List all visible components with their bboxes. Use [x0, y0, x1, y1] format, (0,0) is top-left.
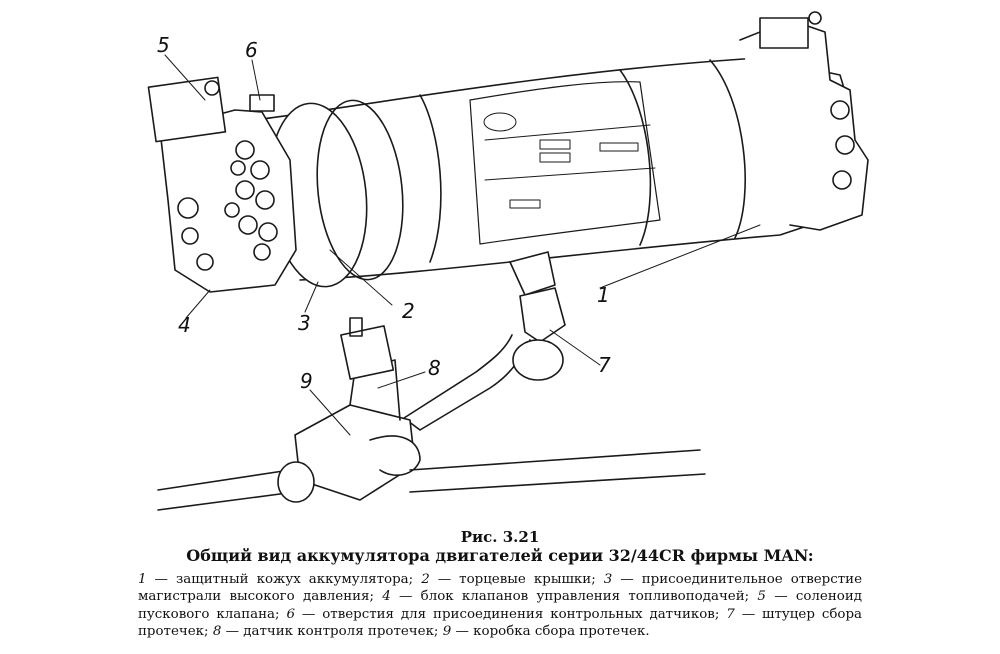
- callout-4: 4: [178, 313, 191, 337]
- legend-num: 1: [138, 572, 147, 587]
- leakage-box: [157, 317, 706, 511]
- legend-text: — присоединительное отверстие магистрали…: [138, 572, 862, 605]
- legend-text: — соленоид пускового клапана;: [138, 589, 862, 622]
- legend-num: 8: [212, 624, 222, 640]
- legend-num: 9: [442, 624, 452, 640]
- callout-6: 6: [245, 38, 258, 62]
- left-valve-block: [147, 76, 297, 293]
- callout-1: 1: [597, 283, 610, 307]
- leader-lines: [164, 54, 761, 436]
- legend-text: — защитный кожух аккумулятора;: [146, 572, 422, 587]
- legend-text: — штуцер сбора протечек;: [138, 606, 862, 640]
- callout-7: 7: [598, 353, 611, 377]
- legend-num: 2: [421, 572, 430, 587]
- accumulator-housing: [254, 57, 854, 288]
- legend-text: — торцевые крышки;: [429, 572, 604, 587]
- figure-title: Общий вид аккумулятора двигателей серии …: [186, 546, 814, 565]
- legend-num: 5: [757, 589, 766, 605]
- callout-9: 9: [300, 369, 313, 393]
- right-end-block: [739, 11, 869, 231]
- legend-num: 4: [382, 589, 391, 605]
- figure-caption: Рис. 3.21 Общий вид аккумулятора двигате…: [138, 528, 862, 641]
- legend-num: 6: [286, 606, 295, 622]
- legend-text: — коробка сбора протечек.: [451, 624, 650, 640]
- leakage-pipe: [403, 251, 566, 431]
- legend-num: 3: [603, 572, 613, 587]
- callout-8: 8: [428, 356, 441, 380]
- legend-text: — отверстия для присоединения контрольны…: [294, 606, 727, 622]
- callout-5: 5: [157, 33, 170, 57]
- callout-3: 3: [298, 311, 311, 335]
- figure-legend: 1 — защитный кожух аккумулятора; 2 — тор…: [138, 571, 862, 641]
- legend-text: — датчик контроля протечек;: [221, 624, 443, 640]
- accumulator-drawing: 1 2 3 4 5 6 7 8 9: [147, 11, 869, 511]
- legend-num: 7: [726, 606, 735, 622]
- callout-2: 2: [402, 299, 415, 323]
- legend-text: — блок клапанов управления топливоподаче…: [390, 589, 758, 605]
- figure-number: Рис. 3.21: [460, 528, 540, 546]
